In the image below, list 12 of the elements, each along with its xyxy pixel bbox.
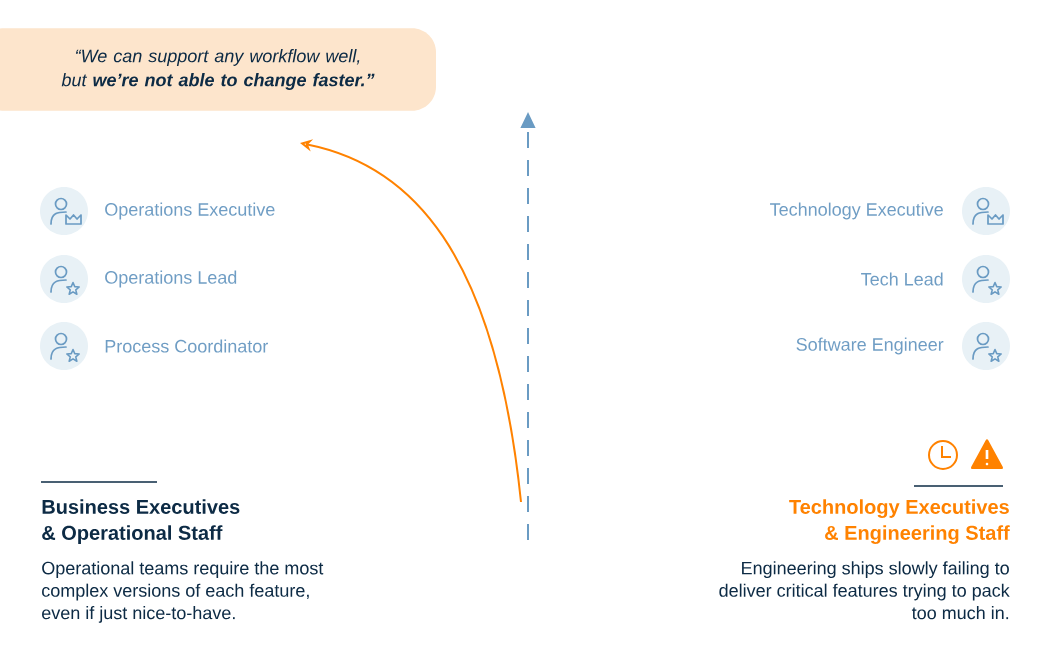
heading: Technology Executives & Engineering Staff — [789, 499, 1010, 544]
role-label: Operations Lead — [105, 270, 237, 288]
role-label: Tech Lead — [861, 272, 943, 286]
role-label: Software Engineer — [796, 337, 944, 355]
heading: Business Executives & Operational Staff — [42, 499, 240, 544]
quote-text: “We can support any workflow well, but we’re not able to change faster.” — [61, 49, 375, 90]
role-label: Process Coordinator — [105, 339, 268, 353]
quote-box — [0, 28, 436, 111]
description-text: Engineering ships slowly failing to deliver critical features trying to pack too much in. — [719, 561, 1010, 620]
role-label: Technology Executive — [770, 202, 943, 220]
description-text: Operational teams require the most complex versions of each feature, even if just nice-to-have. — [42, 561, 324, 623]
role-label: Operations Executive — [105, 202, 275, 220]
